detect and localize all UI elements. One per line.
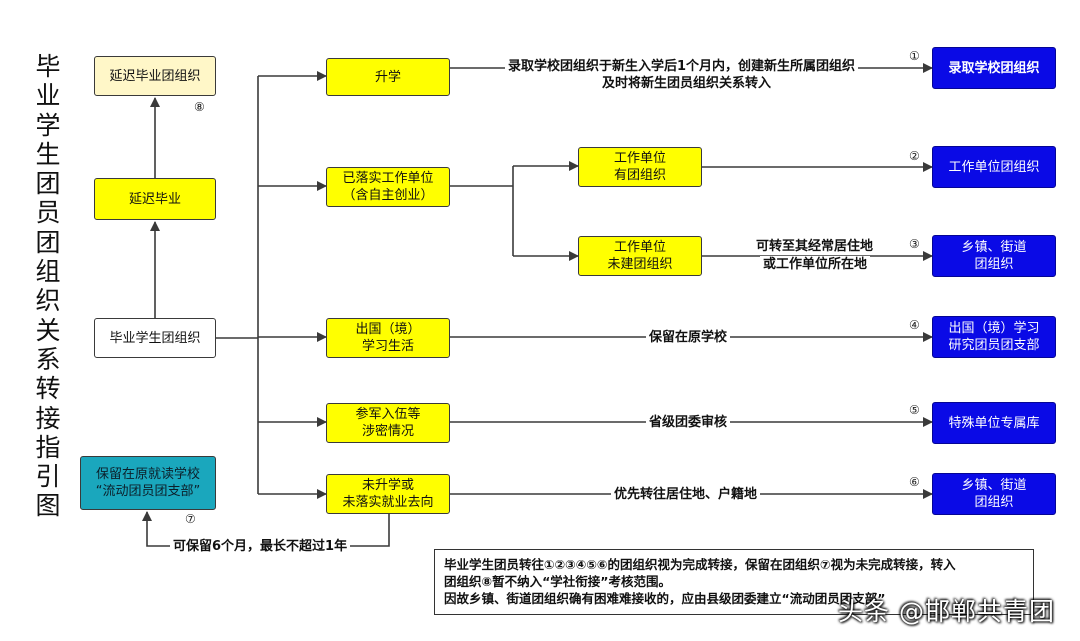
marker-8: ⑧ [194,100,205,114]
marker-4: ④ [909,318,920,332]
node-delay-grad: 延迟毕业 [94,178,216,220]
dest-unit-org: 工作单位团组织 [932,146,1056,188]
watermark: 头条 @邯郸共青团 [838,597,1055,626]
node-unit-without-org: 工作单位未建团组织 [578,236,702,276]
node-military: 参军入伍等涉密情况 [326,403,450,443]
marker-6: ⑥ [909,475,920,489]
node-grad-org: 毕业学生团组织 [94,318,216,358]
edge-label-none: 优先转往居住地、户籍地 [611,486,761,503]
edge-label-study-2: 及时将新生团员组织关系转入 [602,76,772,91]
node-employed: 已落实工作单位（含自主创业） [326,167,450,207]
edge-label-study-1: 录取学校团组织于新生入学后1个月内，创建新生所属团组织 [505,58,859,75]
node-keep-school: 保留在原就读学校“流动团员团支部” [80,456,216,510]
diagram-title: 毕业学生团员团组织关系转接指引图 [35,52,61,521]
dest-abroad-branch: 出国（境）学习研究团员团支部 [932,316,1056,358]
note-line-1: 毕业学生团员转往①②③④⑤⑥的团组织视为完成转接，保留在团组织⑦视为未完成转接，… [444,557,956,572]
node-no-destination: 未升学或未落实就业去向 [326,474,450,514]
dest-town-org-1: 乡镇、街道团组织 [932,235,1056,277]
marker-3: ③ [909,237,920,251]
dest-special-library: 特殊单位专属库 [932,402,1056,444]
node-unit-with-org: 工作单位有团组织 [578,147,702,187]
marker-2: ② [909,149,920,163]
note-box: 毕业学生团员转往①②③④⑤⑥的团组织视为完成转接，保留在团组织⑦视为未完成转接，… [434,549,1034,615]
edge-label-military: 省级团委审核 [646,414,731,431]
node-further-study: 升学 [326,58,450,96]
marker-1: ① [909,49,920,63]
edge-label-noorg-1: 可转至其经常居住地 [753,238,877,255]
marker-7: ⑦ [185,512,196,526]
node-delay-org: 延迟毕业团组织 [94,56,216,96]
marker-5: ⑤ [909,403,920,417]
node-abroad: 出国（境）学习生活 [326,318,450,358]
edge-label-noorg-2: 或工作单位所在地 [760,256,871,273]
note-line-2: 团组织⑧暂不纳入“学社衔接”考核范围。 [444,574,672,589]
edge-label-keep: 可保留6个月，最长不超过1年 [170,538,351,555]
dest-school-org: 录取学校团组织 [932,47,1056,89]
dest-town-org-2: 乡镇、街道团组织 [932,473,1056,515]
note-line-3: 因故乡镇、街道团组织确有困难难接收的，应由县级团委建立“流动团员团支部” [444,591,886,606]
edge-label-abroad: 保留在原学校 [646,329,731,346]
